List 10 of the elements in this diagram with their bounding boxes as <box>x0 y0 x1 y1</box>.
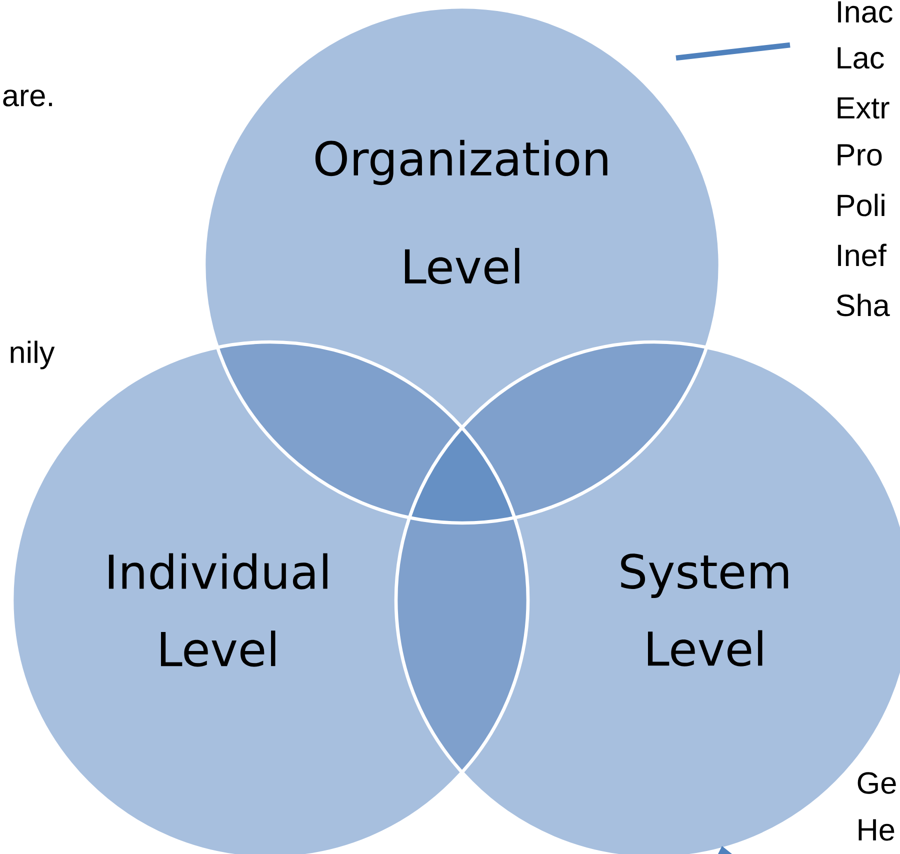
list-text: Inac <box>838 1 892 23</box>
list-text: Pro <box>838 144 882 166</box>
list-text: He <box>858 819 894 841</box>
list-text: Extr <box>838 97 890 119</box>
list-text: Inef <box>838 244 886 266</box>
list-text: Lac <box>838 47 884 69</box>
list-text: are. <box>3 90 52 106</box>
list-text: Poli <box>838 194 884 216</box>
list-text: Ge <box>858 772 896 794</box>
list-text: nily <box>10 340 55 370</box>
